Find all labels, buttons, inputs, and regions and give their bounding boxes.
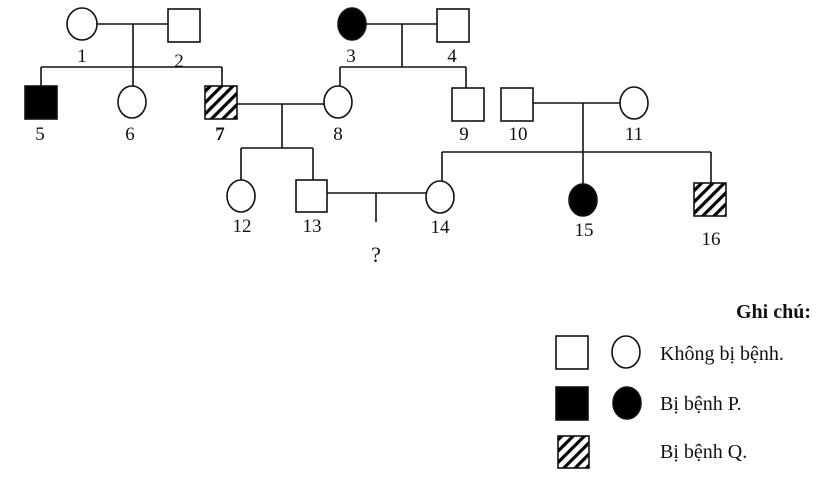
label-7: 7 xyxy=(215,124,225,145)
legend-female-disease-p xyxy=(612,386,642,420)
male-unaffected-13 xyxy=(295,179,328,213)
label-1: 1 xyxy=(77,46,87,67)
label-9: 9 xyxy=(459,124,469,145)
pedigree-lines xyxy=(40,23,712,222)
male-unaffected-4 xyxy=(436,8,470,43)
legend-label-disease-q: Bị bệnh Q. xyxy=(660,441,747,463)
label-15: 15 xyxy=(575,220,594,241)
female-unaffected-11 xyxy=(619,86,649,120)
label-12: 12 xyxy=(233,216,252,237)
label-5: 5 xyxy=(35,124,45,145)
label-6: 6 xyxy=(125,124,135,145)
legend-title: Ghi chú: xyxy=(736,301,811,323)
female-unaffected-8 xyxy=(323,85,353,119)
label-8: 8 xyxy=(333,124,343,145)
male-unaffected-9 xyxy=(451,87,485,122)
label-11: 11 xyxy=(625,124,643,145)
legend-female-unaffected xyxy=(611,335,641,369)
individuals xyxy=(24,7,727,217)
male-disease-p-5 xyxy=(24,85,58,120)
legend: Ghi chú: Không bị bệnh. Bị bệnh P. Bị bệ… xyxy=(555,301,811,469)
label-16: 16 xyxy=(702,229,721,250)
legend-disease-q-symbol xyxy=(557,435,590,469)
legend-male-disease-p xyxy=(555,386,589,421)
legend-label-unaffected: Không bị bệnh. xyxy=(660,343,784,365)
female-unaffected-12 xyxy=(226,179,256,213)
male-unaffected-2 xyxy=(167,8,201,43)
male-disease-q-16 xyxy=(693,182,727,217)
label-13: 13 xyxy=(303,216,322,237)
female-unaffected-6 xyxy=(117,85,147,119)
female-unaffected-14 xyxy=(425,180,455,214)
male-disease-q-7 xyxy=(204,85,238,120)
female-disease-p-15 xyxy=(568,183,598,217)
male-unaffected-10 xyxy=(500,87,534,122)
label-4: 4 xyxy=(447,46,457,67)
label-14: 14 xyxy=(431,217,451,238)
individual-labels: 1 2 3 4 5 6 7 8 9 10 11 12 13 14 15 16 ? xyxy=(35,46,720,267)
unknown-child-label: ? xyxy=(371,242,381,267)
legend-male-unaffected xyxy=(555,335,589,370)
label-10: 10 xyxy=(509,124,528,145)
label-3: 3 xyxy=(346,46,356,67)
female-unaffected-1 xyxy=(66,7,98,41)
female-disease-p-3 xyxy=(337,7,367,41)
legend-label-disease-p: Bị bệnh P. xyxy=(660,393,742,415)
label-2: 2 xyxy=(174,51,184,72)
